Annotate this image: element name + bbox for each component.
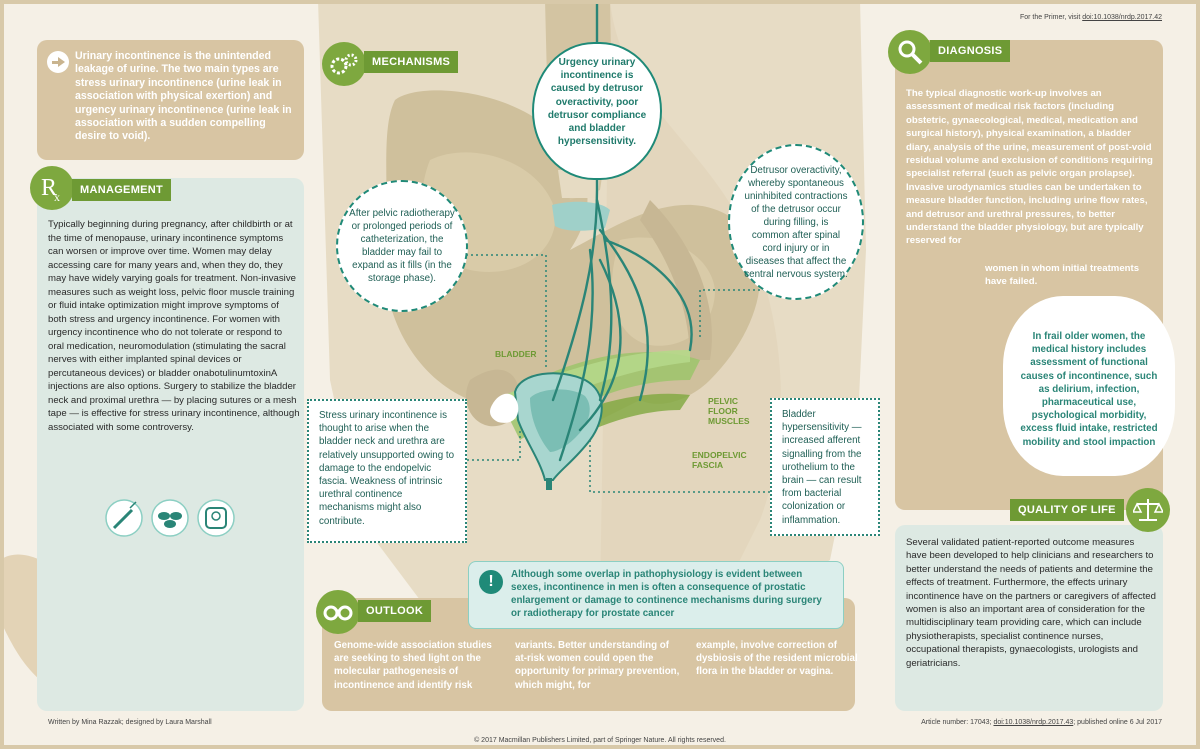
magnifier-icon xyxy=(888,30,932,74)
quality-of-life-title: QUALITY OF LIFE xyxy=(1010,499,1124,521)
article-suffix: ; published online 6 Jul 2017 xyxy=(1073,719,1162,726)
outlook-col-2: variants. Better understanding of at-ris… xyxy=(515,640,680,691)
arrow-right-icon xyxy=(47,51,69,73)
men-alert-text: Although some overlap in pathophysiology… xyxy=(511,569,822,619)
radiotherapy-text: After pelvic radiotherapy or prolonged p… xyxy=(349,208,455,284)
quality-of-life-box xyxy=(895,525,1163,711)
management-text: Typically beginning during pregnancy, af… xyxy=(48,219,300,433)
bladder-label: BLADDER xyxy=(495,349,537,359)
credits: Written by Mina Razzak; designed by Laur… xyxy=(48,719,212,726)
primer-prefix: For the Primer, visit xyxy=(1019,14,1083,21)
primer-note: For the Primer, visit doi:10.1038/nrdp.2… xyxy=(1020,14,1162,21)
scale-icon xyxy=(197,499,235,537)
endopelvic-label: ENDOPELVIC FASCIA xyxy=(692,450,747,470)
outlook-title: OUTLOOK xyxy=(358,600,432,622)
diagnosis-text-end: women in whom initial treatments have fa… xyxy=(985,263,1140,288)
urgency-bubble: Urgency urinary incontinence is caused b… xyxy=(532,42,662,180)
outlook-col-1: Genome-wide association studies are seek… xyxy=(334,640,492,691)
men-alert-box: ! Although some overlap in pathophysiolo… xyxy=(468,561,844,629)
svg-text:x: x xyxy=(54,190,60,203)
detrusor-circle: Detrusor overactivity, whereby spontaneo… xyxy=(728,144,864,300)
stress-box: Stress urinary incontinence is thought t… xyxy=(307,399,467,543)
quality-of-life-text: Several validated patient-reported outco… xyxy=(906,537,1156,669)
mechanisms-title: MECHANISMS xyxy=(364,51,459,73)
management-title: MANAGEMENT xyxy=(72,179,172,201)
copyright: © 2017 Macmillan Publishers Limited, par… xyxy=(474,737,726,744)
pelvic-floor-label: PELVIC FLOOR MUSCLES xyxy=(708,396,750,426)
primer-doi-link[interactable]: doi:10.1038/nrdp.2017.42 xyxy=(1082,14,1162,21)
intro-text: Urinary incontinence is the unintended l… xyxy=(75,50,292,143)
intro-box: Urinary incontinence is the unintended l… xyxy=(37,40,304,160)
outlook-col-3: example, involve correction of dysbiosis… xyxy=(696,640,858,678)
diagnosis-title: DIAGNOSIS xyxy=(930,40,1011,62)
exclamation-icon: ! xyxy=(479,570,503,594)
article-prefix: Article number: 17043; xyxy=(921,719,994,726)
article-info: Article number: 17043; doi:10.1038/nrdp.… xyxy=(921,719,1162,726)
radiotherapy-circle: After pelvic radiotherapy or prolonged p… xyxy=(336,180,468,312)
management-icons xyxy=(104,498,254,538)
syringe-icon xyxy=(105,499,143,537)
detrusor-text: Detrusor overactivity, whereby spontaneo… xyxy=(744,164,848,280)
binoculars-icon xyxy=(316,590,360,634)
article-doi-link[interactable]: doi:10.1038/nrdp.2017.43 xyxy=(993,719,1074,726)
pills-icon xyxy=(151,499,189,537)
frail-women-bubble: In frail older women, the medical histor… xyxy=(1003,296,1175,476)
balance-scale-icon xyxy=(1126,488,1170,532)
management-box xyxy=(37,178,304,711)
svg-text:R: R xyxy=(41,175,57,201)
gears-icon xyxy=(322,42,366,86)
hypersensitivity-box: Bladder hypersensitivity — increased aff… xyxy=(770,398,880,536)
diagnosis-text: The typical diagnostic work-up involves … xyxy=(906,88,1153,247)
